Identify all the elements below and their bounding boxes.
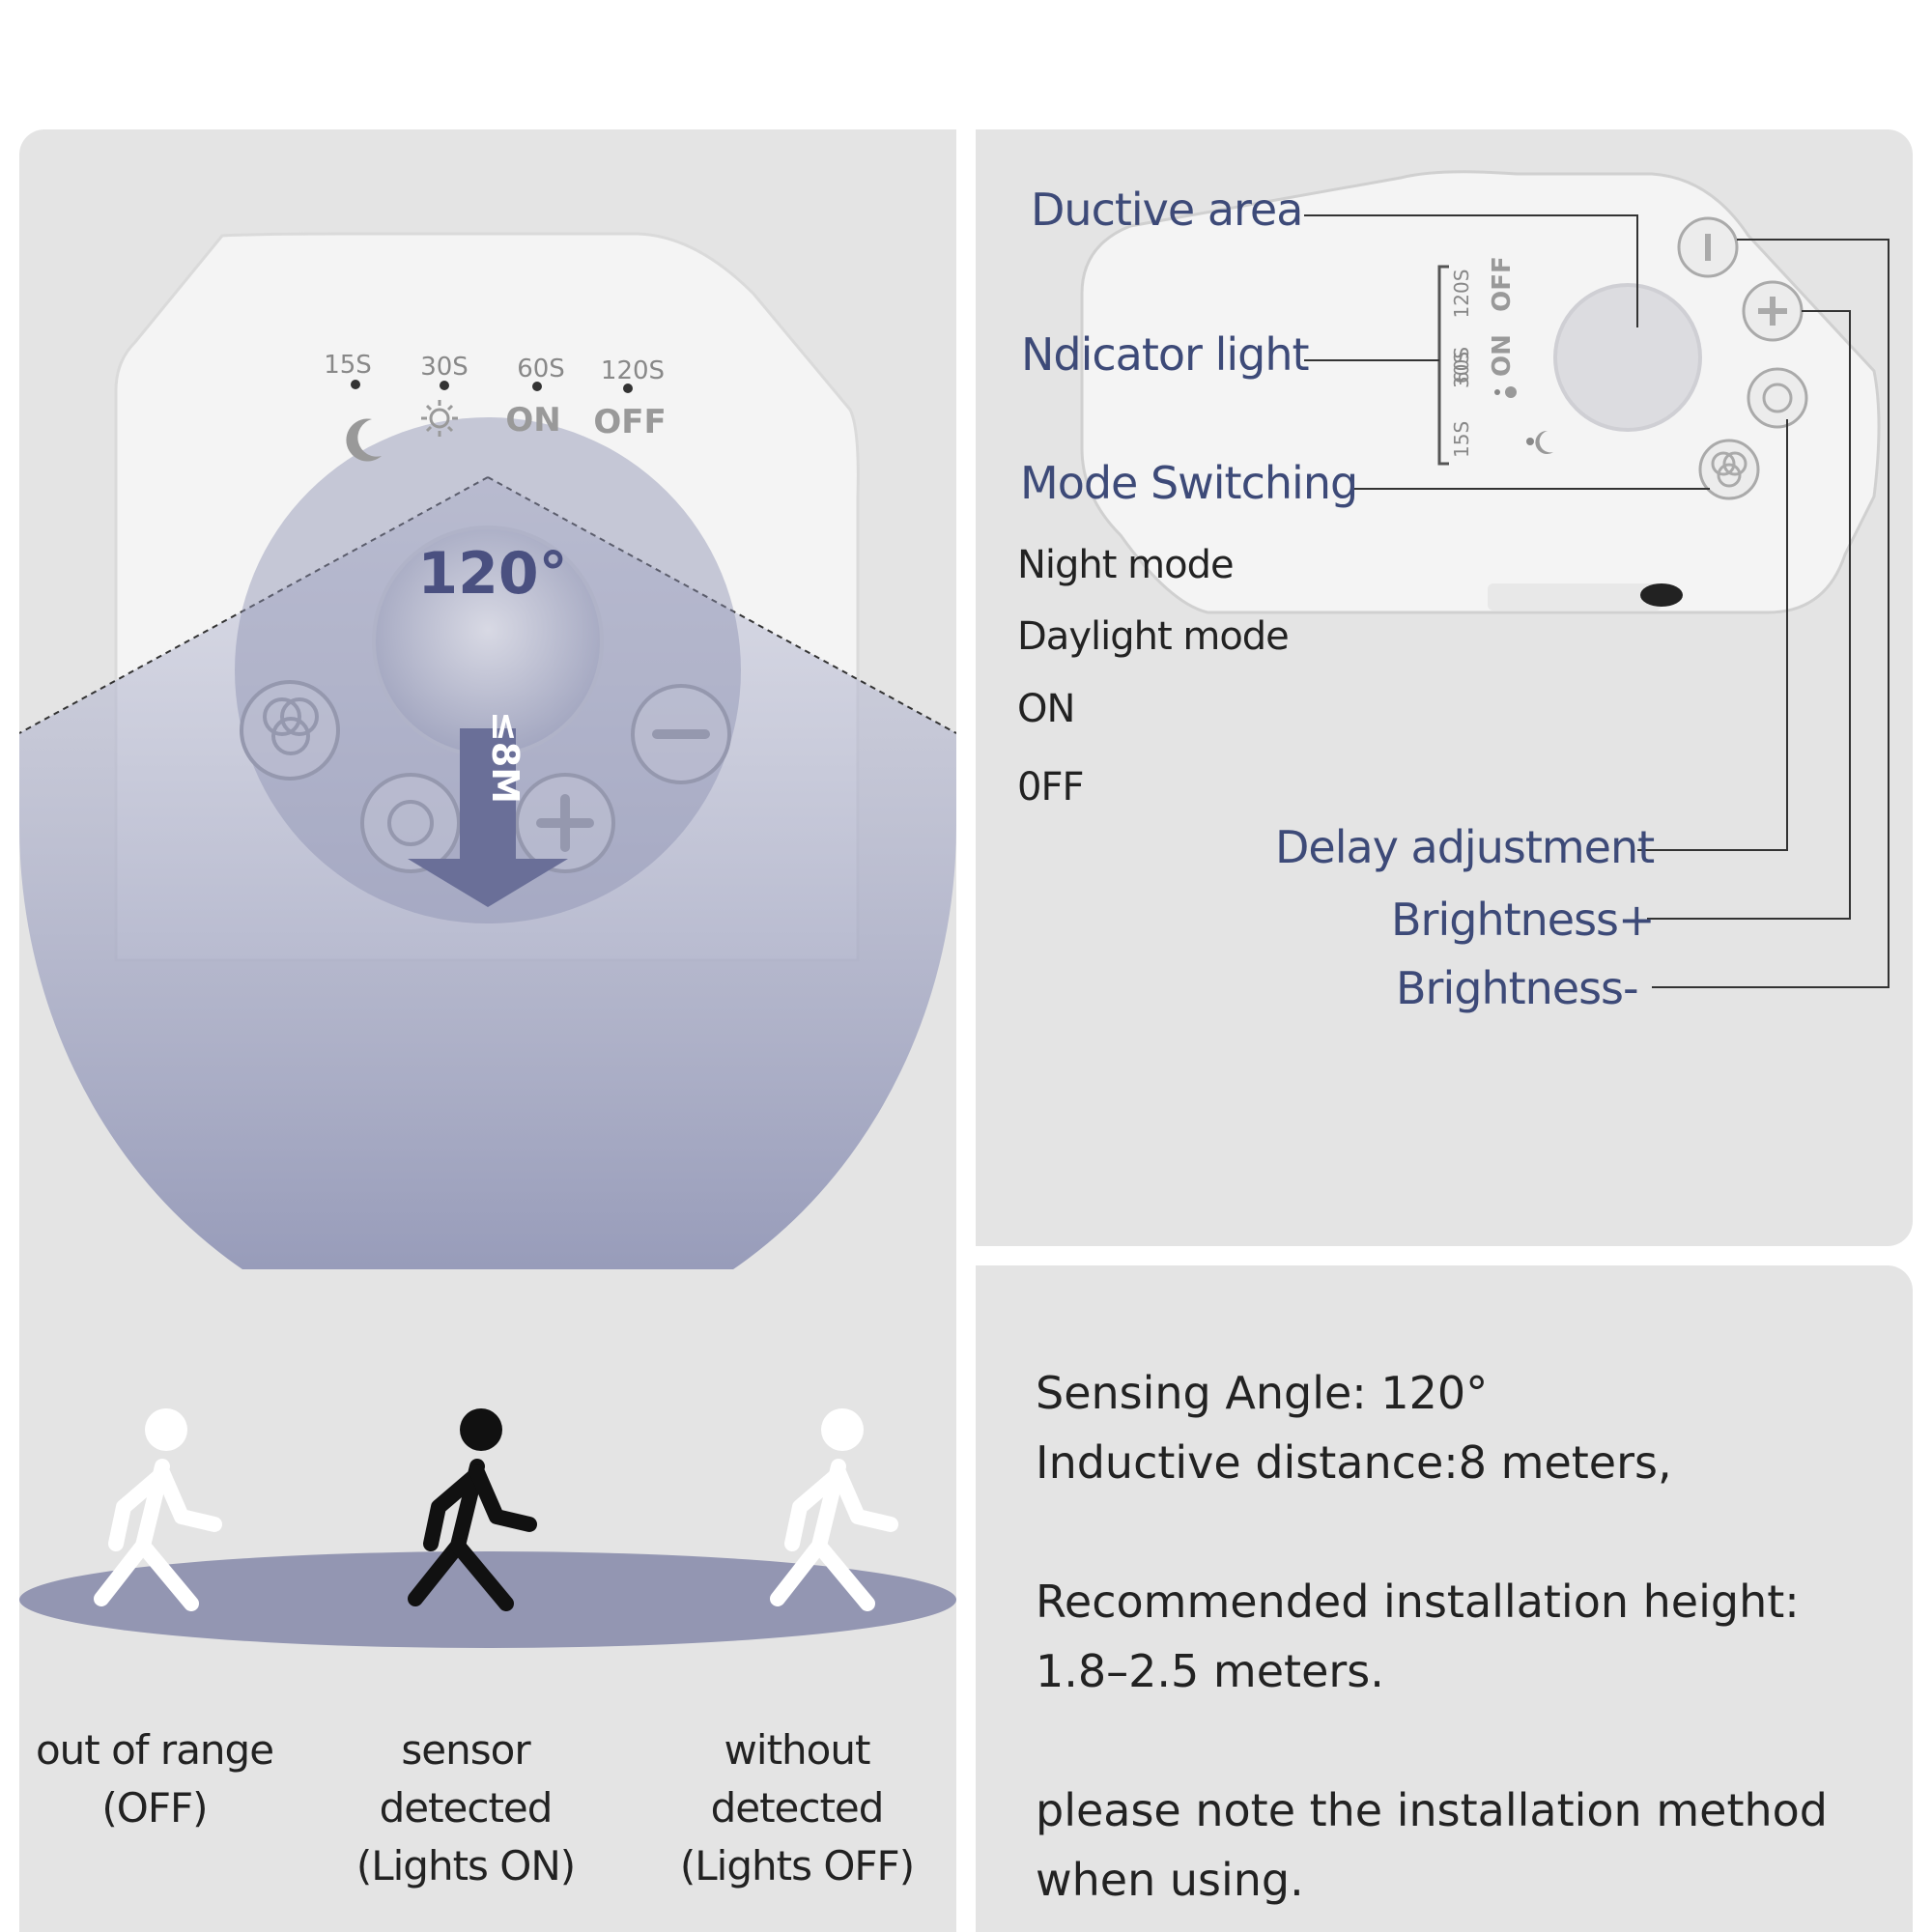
top-plus-button bbox=[1742, 280, 1804, 342]
callout-mode-switching: Mode Switching bbox=[1020, 457, 1358, 509]
spec-height-value: 1.8–2.5 meters. bbox=[1036, 1645, 1384, 1697]
spec-sensing-angle: Sensing Angle: 120° bbox=[1036, 1367, 1489, 1419]
timer-off-label: OFF bbox=[593, 403, 666, 441]
mode-on: ON bbox=[1017, 687, 1075, 731]
distance-arrow bbox=[408, 728, 568, 907]
top-timer-off: OFF bbox=[1488, 256, 1517, 312]
state-undetected-line2: (Lights OFF) bbox=[679, 1842, 915, 1889]
sensor-device-illustration: 15S 30S 60S 120S ON OFF 120° ≤8M bbox=[19, 232, 956, 1269]
callout-ductive-area: Ductive area bbox=[1031, 184, 1303, 236]
top-device-body bbox=[1080, 170, 1881, 614]
timer-on-label: ON bbox=[505, 401, 560, 440]
spec-height-label: Recommended installation height: bbox=[1036, 1576, 1800, 1628]
spec-note-line1: please note the installation method bbox=[1036, 1784, 1828, 1836]
callout-delay-adjustment: Delay adjustment bbox=[1275, 821, 1655, 873]
state-out-of-range-line2: (OFF) bbox=[101, 1784, 208, 1832]
state-out-of-range: out of range (OFF) bbox=[0, 1721, 309, 1837]
top-minus-button bbox=[1677, 216, 1739, 278]
plus-button bbox=[515, 773, 615, 873]
walker-out-of-range-icon bbox=[94, 1408, 222, 1611]
spec-note-line2: when using. bbox=[1036, 1854, 1304, 1906]
callout-brightness-plus: Brightness+ bbox=[1391, 894, 1656, 946]
top-timer-15s: 15S bbox=[1450, 421, 1473, 458]
top-timer-on: ON bbox=[1488, 334, 1517, 377]
moon-icon bbox=[346, 418, 382, 462]
device-top-view: 120S 60S 30S 15S OFF ON bbox=[1080, 170, 1889, 988]
callout-brightness-minus: Brightness- bbox=[1396, 962, 1639, 1014]
minus-button bbox=[631, 684, 731, 784]
detection-scene bbox=[19, 1408, 956, 1648]
angle-label: 120° bbox=[417, 540, 567, 608]
walker-detected-icon bbox=[408, 1408, 537, 1611]
state-detected-line1: sensor detected bbox=[379, 1726, 554, 1832]
callout-leader-lines bbox=[1304, 214, 1889, 988]
timer-30s-label: 30S bbox=[420, 353, 469, 382]
top-timer-60s: 60S bbox=[1450, 347, 1473, 384]
specs-panel bbox=[976, 1265, 1913, 1932]
top-timer-30s: 30S bbox=[1450, 352, 1473, 388]
top-mode-button bbox=[1698, 439, 1760, 500]
state-undetected-line1: without detected bbox=[710, 1726, 885, 1832]
top-pir-lens bbox=[1553, 283, 1702, 432]
mode-daylight: Daylight mode bbox=[1017, 614, 1290, 659]
state-out-of-range-line1: out of range bbox=[35, 1726, 274, 1774]
detection-floor bbox=[19, 1551, 956, 1648]
top-timer-120s: 120S bbox=[1450, 270, 1473, 319]
delay-button bbox=[360, 773, 461, 873]
state-detected-line2: (Lights ON) bbox=[355, 1842, 576, 1889]
top-delay-button bbox=[1747, 367, 1808, 429]
timer-120s-label: 120S bbox=[601, 356, 665, 385]
mode-night: Night mode bbox=[1017, 543, 1235, 587]
mode-off: 0FF bbox=[1017, 765, 1084, 810]
timer-15s-label: 15S bbox=[324, 351, 372, 380]
distance-label: ≤8M bbox=[484, 711, 526, 804]
spec-inductive-distance: Inductive distance:8 meters, bbox=[1036, 1436, 1672, 1489]
walker-undetected-icon bbox=[770, 1408, 898, 1611]
callout-indicator-light: Ndicator light bbox=[1021, 328, 1310, 381]
state-detected: sensor detected (Lights ON) bbox=[311, 1721, 620, 1895]
timer-60s-label: 60S bbox=[517, 355, 565, 384]
state-undetected: without detected (Lights OFF) bbox=[642, 1721, 952, 1895]
mode-button bbox=[240, 680, 340, 781]
sun-icon bbox=[421, 400, 458, 437]
